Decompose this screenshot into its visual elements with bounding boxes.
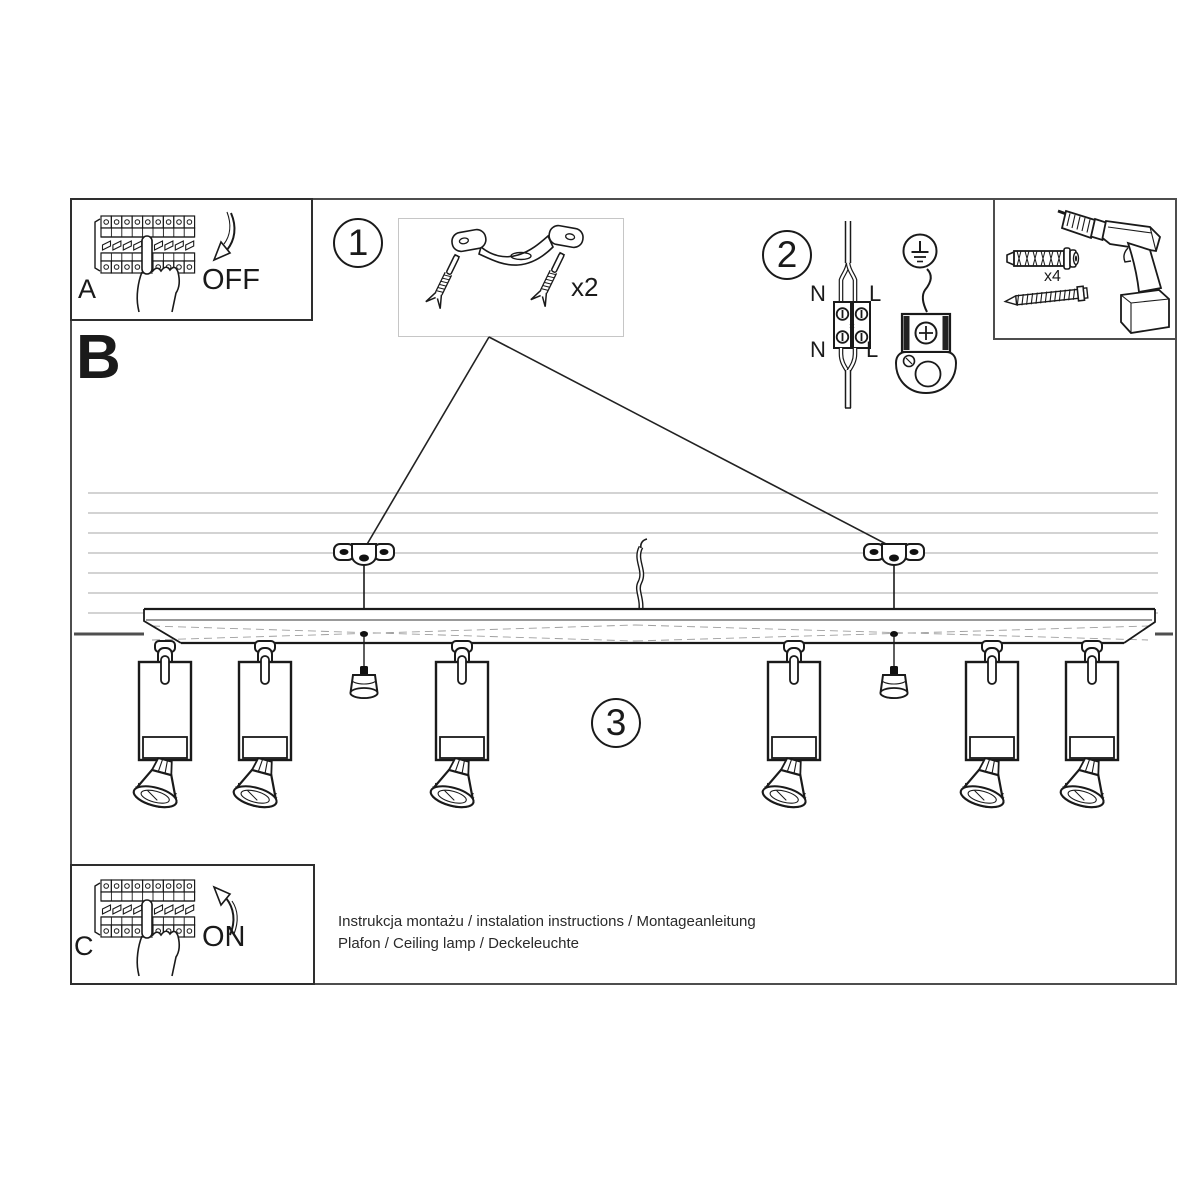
screw-icon (1003, 285, 1089, 306)
spotlight-icon (130, 639, 193, 813)
power-cable-icon (635, 538, 648, 617)
terminal-block-icon (833, 221, 871, 409)
wall-plug-icon (1006, 247, 1080, 270)
step1-number-badge: 1 (333, 218, 383, 268)
step3-number: 3 (605, 702, 627, 743)
step3-number-badge: 3 (591, 698, 641, 748)
footer-line2: Plafon / Ceiling lamp / Deckeleuchte (338, 935, 579, 952)
step1-number: 1 (347, 222, 369, 263)
spotlight-icon (230, 639, 293, 813)
section-a-label: A (78, 274, 97, 304)
light-rail-icon (143, 607, 1156, 645)
step1-pointer-lines (365, 336, 891, 547)
wire-label-n-bottom: N (810, 337, 826, 362)
step2-number: 2 (776, 234, 798, 275)
step1-parts-box (398, 218, 624, 337)
circuit-breaker-panel-icon (94, 215, 196, 313)
drawing-frame (70, 198, 1177, 985)
spotlight-icon (1057, 639, 1120, 813)
drill-icon (1057, 209, 1170, 334)
wire-label-l-bottom: L (866, 337, 879, 362)
section-c-label: C (74, 931, 94, 961)
on-label: ON (202, 921, 246, 953)
curved-arrow-up-icon (212, 885, 238, 936)
spotlight-icon (427, 639, 490, 813)
expansion-screw-icon (425, 251, 466, 310)
ceiling-hatch-icon (88, 492, 1158, 614)
anchor-quantity: x4 (1044, 268, 1061, 285)
section-b-label: B (76, 323, 121, 392)
spotlight-icon (957, 639, 1020, 813)
off-label: OFF (202, 264, 260, 296)
wire-label-n-top: N (810, 281, 826, 306)
circuit-breaker-panel-icon (94, 879, 196, 977)
wire-label-l-top: L (869, 281, 882, 306)
footer-line1: Instrukcja montażu / instalation instruc… (338, 913, 756, 930)
mounting-strap-icon (451, 224, 584, 266)
earth-symbol-icon (902, 233, 938, 269)
earth-clamp-icon (894, 268, 958, 395)
step2-number-badge: 2 (762, 230, 812, 280)
step1-quantity: x2 (571, 272, 599, 302)
spotlight-icon (759, 639, 822, 813)
curved-arrow-down-icon (212, 211, 236, 262)
